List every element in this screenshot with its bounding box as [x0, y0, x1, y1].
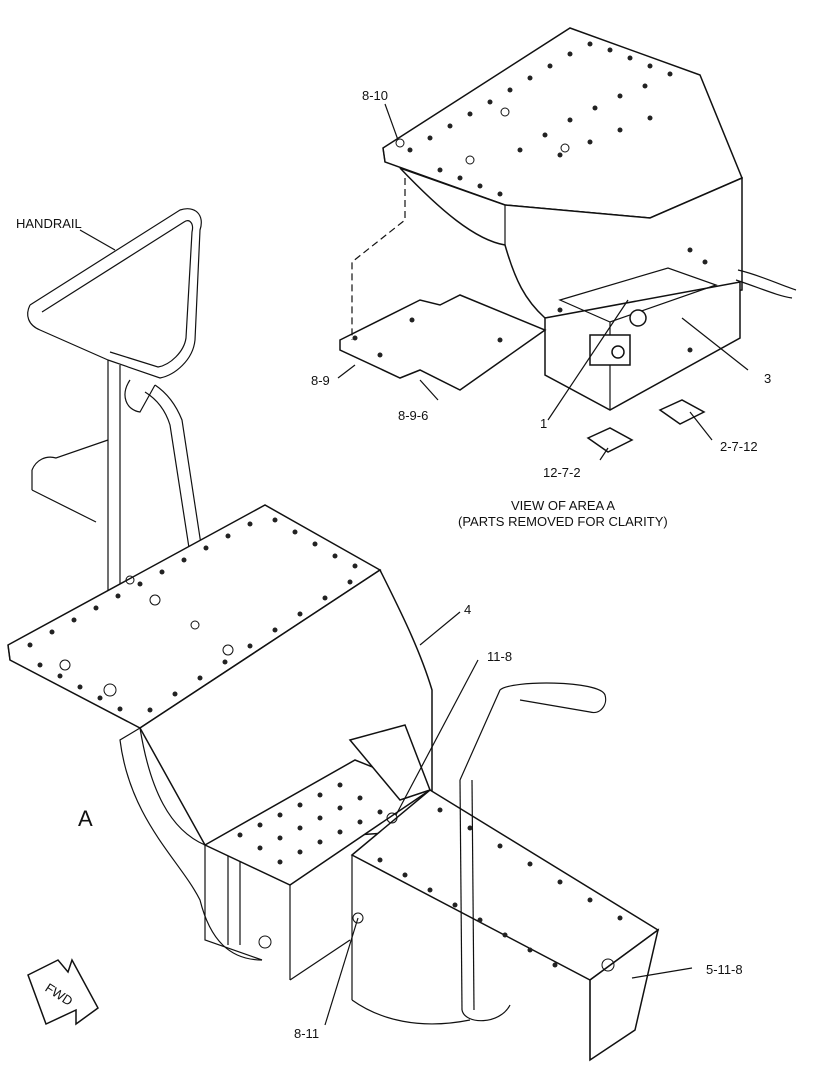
label-8-9-6: 8-9-6	[398, 408, 428, 423]
handrail	[27, 208, 241, 945]
label-12-7-2: 12-7-2	[543, 465, 581, 480]
label-4: 4	[464, 602, 471, 617]
label-8-9: 8-9	[311, 373, 330, 388]
plate-8-9-6	[339, 294, 547, 391]
main-holes	[27, 517, 623, 972]
label-2-7-12: 2-7-12	[720, 439, 758, 454]
callout-leaders	[79, 103, 749, 1026]
label-area-a: A	[78, 806, 93, 831]
detail-holes	[352, 41, 708, 358]
main-view	[7, 208, 660, 1062]
view-title: VIEW OF AREA A	[511, 498, 615, 513]
bracket-12-7-2	[586, 427, 634, 453]
label-3: 3	[764, 371, 771, 386]
label-8-10: 8-10	[362, 88, 388, 103]
label-11-8: 11-8	[487, 649, 512, 664]
view-subtitle: (PARTS REMOVED FOR CLARITY)	[458, 514, 668, 529]
step-box-5-11-8	[350, 789, 660, 981]
label-5-11-8: 5-11-8	[706, 962, 743, 977]
fwd-arrow	[27, 958, 99, 1026]
detail-view-area-a	[339, 27, 797, 453]
label-handrail: HANDRAIL	[16, 216, 82, 231]
callout-labels: HANDRAIL 8-10 8-9 8-9-6 1 3 2-7-12 12-7-…	[16, 88, 771, 1041]
bracket-2-7-12	[658, 399, 706, 425]
label-8-11: 8-11	[294, 1026, 319, 1041]
label-1: 1	[540, 416, 547, 431]
